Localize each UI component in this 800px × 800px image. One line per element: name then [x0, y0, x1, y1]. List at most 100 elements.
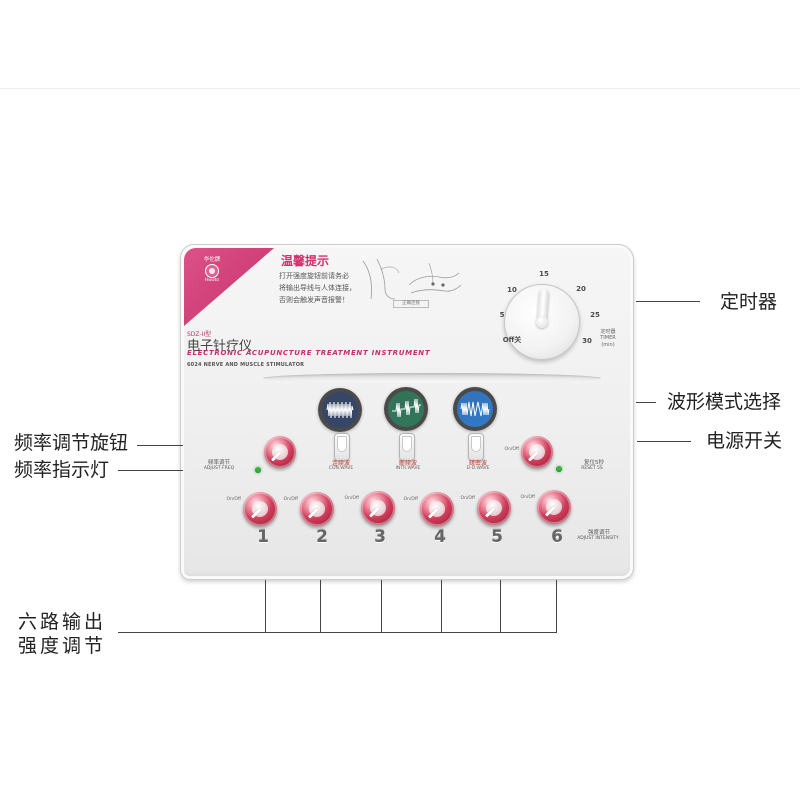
power-label-en: RESET 5S: [581, 466, 603, 471]
timer-callout-line: [636, 301, 700, 302]
timer-mark-30: 30: [582, 337, 592, 345]
model-number: SDZ-II型: [187, 331, 212, 338]
output-callout-drop-4: [441, 580, 442, 632]
frequency-knob: [264, 436, 296, 468]
continuous-wave-trace: [326, 401, 354, 419]
wave-switch-dense-sparse: [468, 433, 484, 461]
intermittent-wave-trace: [392, 398, 421, 418]
dense-sparse-wave-icon: [460, 401, 490, 417]
device-subtitle-en: 6024 NERVE AND MUSCLE STIMULATOR: [187, 362, 305, 368]
frequency-label-cn: 频率调节: [207, 460, 230, 466]
freq-indicator-callout-line: [118, 470, 183, 471]
power-onoff-label: On/Off: [504, 447, 519, 452]
channel-number-2: 2: [316, 527, 328, 547]
channel-number-4: 4: [434, 527, 446, 547]
wave-label-continuous-en: CON.WAVE: [328, 466, 354, 471]
sketch-wire-left: [380, 266, 400, 274]
sketch-wire-right: [428, 262, 434, 284]
channel-number-5: 5: [491, 527, 503, 547]
frequency-label-en: ADJUST FREQ: [203, 466, 235, 471]
timer-dial: [504, 284, 580, 360]
continuous-wave-icon: [326, 401, 354, 419]
wave-switch-intermittent: [399, 433, 415, 461]
notice-title: 温馨提示: [281, 254, 330, 268]
wave-indicator-continuous: [318, 388, 362, 432]
intensity-knob-2: [300, 492, 334, 526]
switch-thumb: [402, 436, 412, 452]
output-callout-drop-6: [556, 580, 557, 632]
sketch-arm-right-edge: [376, 258, 396, 300]
timer-unit: (min): [601, 342, 615, 348]
wave-mode-callout-line: [636, 402, 656, 403]
sketch-electrode-2: [441, 283, 445, 287]
intensity-label-en: ADJUST INTENSITY: [577, 536, 619, 541]
notice-line-2: 将输出导线与人体连接，: [279, 284, 356, 292]
intensity-label-cn: 强度调节: [587, 530, 610, 536]
logo-emblem-icon: [205, 264, 219, 278]
wave-indicator-dense-sparse: [453, 387, 497, 431]
timer-hub: [536, 316, 548, 328]
intensity-knob-6: [537, 490, 571, 524]
wave-label-intermittent-en: INTR.WAVE: [395, 466, 421, 471]
device-name-cn: 电子针疗仪: [187, 339, 253, 354]
top-divider: [0, 88, 800, 89]
timer-mark-25: 25: [590, 311, 600, 319]
wave-switch-continuous: [334, 433, 350, 461]
channel-1-onoff-label: On/Off: [226, 497, 241, 502]
output-callout-drop-2: [320, 580, 321, 632]
intensity-knob-1: [243, 492, 277, 526]
power-switch-callout-line: [637, 441, 691, 442]
channel-3-onoff-label: On/Off: [344, 496, 359, 501]
intensity-knob-5: [477, 491, 511, 525]
wave-label-continuous-cn: 连续波: [331, 460, 350, 467]
wave-face-continuous: [322, 392, 358, 428]
timer-callout: 定时器: [720, 291, 778, 313]
power-label-cn: 复位5秒: [584, 460, 604, 466]
sketch-hand-bottom: [410, 284, 462, 294]
power-knob: [521, 436, 553, 468]
arm-electrode-sketch-icon: [362, 258, 462, 300]
wave-mode-callout: 波形模式选择: [667, 391, 782, 413]
brand-logo: 华佗牌 Hwato: [184, 248, 274, 326]
timer-label-cn: 定时器: [600, 329, 616, 335]
power-switch-callout: 电源开关: [706, 430, 783, 452]
device-name-en: ELECTRONIC ACUPUNCTURE TREATMENT INSTRUM…: [187, 349, 431, 357]
output-callout-drop-1: [265, 580, 266, 632]
logo-emblem-dot: [209, 268, 215, 274]
switch-thumb: [337, 436, 347, 452]
wave-label-dense-sparse-cn: 疏密波: [468, 460, 487, 467]
wave-face-dense-sparse: [457, 391, 493, 427]
channel-6-onoff-label: On/Off: [520, 495, 535, 500]
output-callout-drop-3: [381, 580, 382, 632]
logo-brand-en: Hwato: [204, 278, 220, 283]
panel-groove: [263, 373, 601, 383]
power-indicator-led: [556, 466, 562, 472]
sketch-hand-top: [408, 272, 460, 286]
intermittent-wave-icon: [392, 398, 421, 418]
frequency-indicator-led: [255, 467, 261, 473]
intensity-knob-3: [361, 491, 395, 525]
channel-number-6: 6: [551, 527, 563, 547]
sketch-arm-left-edge: [362, 260, 372, 300]
wave-face-intermittent: [388, 391, 424, 427]
freq-knob-callout: 频率调节旋钮: [14, 432, 129, 454]
wave-label-intermittent-cn: 断续波: [398, 460, 417, 467]
notice-line-1: 打开强度旋钮前请务必: [279, 272, 349, 280]
channel-4-onoff-label: On/Off: [403, 497, 418, 502]
device-panel: 华佗牌 Hwato 温馨提示 打开强度旋钮前请务必 将输出导线与人体连接， 否则…: [180, 244, 634, 580]
intensity-knob-4: [420, 492, 454, 526]
timer-mark-20: 20: [576, 285, 586, 293]
output-callout-line-2: 强度调节: [18, 635, 107, 657]
timer-label-en: TIMER: [600, 335, 616, 341]
timer-mark-15: 15: [539, 270, 549, 278]
output-callout-line-1: 六路输出: [18, 611, 107, 633]
channel-2-onoff-label: On/Off: [283, 497, 298, 502]
timer-mark-10: 10: [507, 286, 517, 294]
channel-5-onoff-label: On/Off: [460, 496, 475, 501]
wave-label-dense-sparse-en: D-D.WAVE: [466, 466, 490, 471]
timer-mark-off: Off关: [502, 336, 522, 344]
dense-sparse-wave-trace: [460, 401, 490, 417]
freq-indicator-callout: 频率指示灯: [14, 459, 110, 481]
channel-number-3: 3: [374, 527, 386, 547]
wave-indicator-intermittent: [384, 387, 428, 431]
